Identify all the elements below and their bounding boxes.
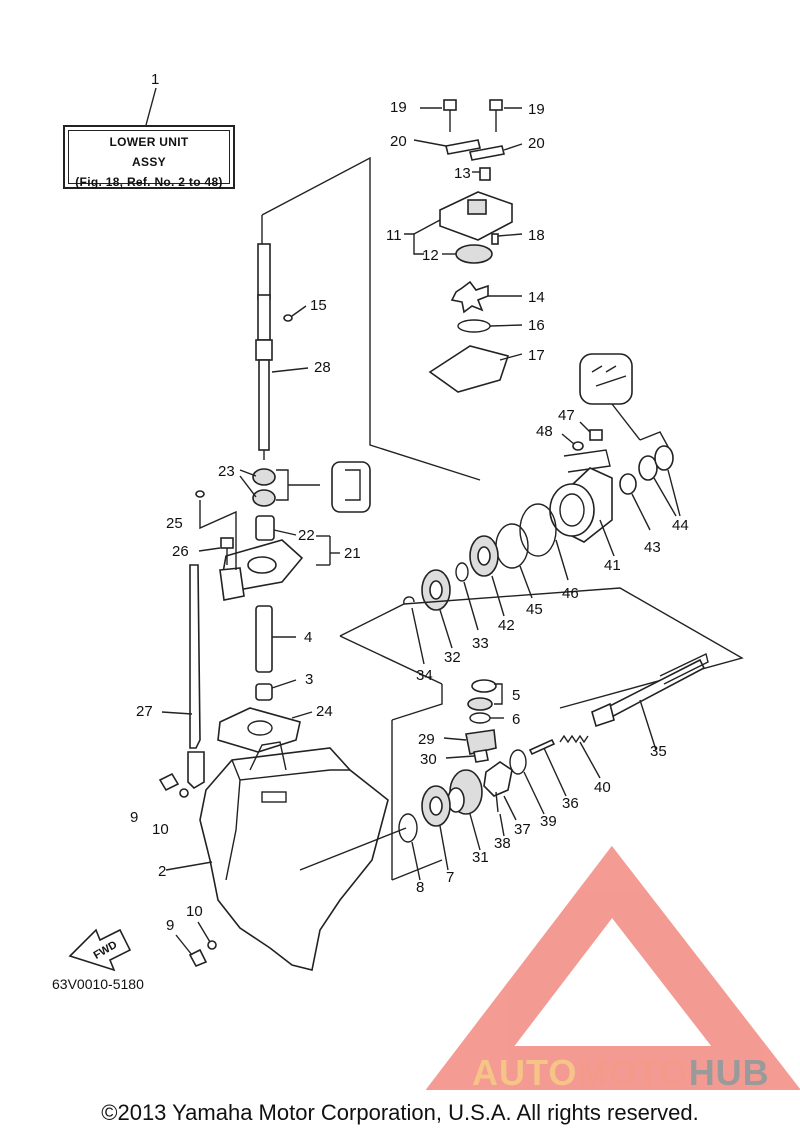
assy-line-3: (Fig. 18, Ref. No. 2 to 48) — [75, 175, 223, 189]
watermark-part-3: HUB — [688, 1052, 770, 1093]
callout-39: 39 — [540, 813, 557, 830]
figure-code: 63V0010-5180 — [52, 976, 144, 992]
callout-29: 29 — [418, 731, 435, 748]
callout-20a: 20 — [390, 133, 407, 150]
callout-10b: 10 — [186, 903, 203, 920]
callout-8: 8 — [416, 879, 424, 896]
callout-1: 1 — [151, 71, 159, 88]
callout-28: 28 — [314, 359, 331, 376]
prop-shaft-housing-group — [339, 353, 744, 709]
callout-20b: 20 — [528, 135, 545, 152]
callout-35: 35 — [650, 743, 667, 760]
callout-37: 37 — [514, 821, 531, 838]
callout-44: 44 — [672, 517, 689, 534]
callout-9a: 9 — [130, 809, 138, 826]
callout-15: 15 — [310, 297, 327, 314]
watermark-part-1: AUTO — [472, 1052, 578, 1093]
callout-11: 11 — [386, 227, 402, 244]
watermark-part-2: MOTO — [577, 1052, 689, 1093]
callout-17: 17 — [528, 347, 545, 364]
callout-46: 46 — [562, 585, 579, 602]
watermark-logo — [425, 845, 800, 1090]
callout-7: 7 — [446, 869, 454, 886]
callout-40: 40 — [594, 779, 611, 796]
callout-26: 26 — [172, 543, 189, 560]
assy-label-box: LOWER UNIT ASSY (Fig. 18, Ref. No. 2 to … — [63, 125, 235, 189]
callout-27: 27 — [136, 703, 153, 720]
callout-48: 48 — [536, 423, 553, 440]
assy-line-2: ASSY — [132, 155, 166, 169]
callout-19b: 19 — [528, 101, 545, 118]
callout-19a: 19 — [390, 99, 407, 116]
assy-leader — [145, 87, 157, 126]
callout-33: 33 — [472, 635, 489, 652]
callout-23: 23 — [218, 463, 235, 480]
callout-41: 41 — [604, 557, 621, 574]
lower-casing — [158, 741, 389, 971]
water-pump-group — [404, 99, 523, 393]
callout-24: 24 — [316, 703, 333, 720]
copyright-notice: ©2013 Yamaha Motor Corporation, U.S.A. A… — [101, 1100, 699, 1125]
watermark-text: AUTOMOTOHUB — [472, 1052, 770, 1094]
callout-38: 38 — [494, 835, 511, 852]
callout-45: 45 — [526, 601, 543, 618]
callout-36: 36 — [562, 795, 579, 812]
callout-30: 30 — [420, 751, 437, 768]
assy-line-1: LOWER UNIT — [109, 135, 189, 149]
callout-31: 31 — [472, 849, 489, 866]
callout-6: 6 — [512, 711, 520, 728]
callout-labels: 1 2 3 4 5 6 7 8 9 9 10 10 11 12 13 14 15… — [92, 71, 689, 962]
callout-10a: 10 — [152, 821, 169, 838]
callout-3: 3 — [305, 671, 313, 688]
callout-5: 5 — [512, 687, 520, 704]
callout-9b: 9 — [166, 917, 174, 934]
callout-25: 25 — [166, 515, 183, 532]
callout-47: 47 — [558, 407, 575, 424]
callout-18: 18 — [528, 227, 545, 244]
callout-22: 22 — [298, 527, 315, 544]
callout-34: 34 — [416, 667, 433, 684]
callout-14: 14 — [528, 289, 545, 306]
callout-42: 42 — [498, 617, 515, 634]
callout-32: 32 — [444, 649, 461, 666]
prop-shaft-group — [299, 652, 709, 881]
fwd-arrow-icon — [68, 928, 132, 972]
callout-13: 13 — [454, 165, 471, 182]
drive-shaft-group — [161, 156, 481, 790]
callout-21: 21 — [344, 545, 361, 562]
callout-16: 16 — [528, 317, 545, 334]
callout-43: 43 — [644, 539, 661, 556]
callout-2: 2 — [158, 863, 166, 880]
callout-12: 12 — [422, 247, 439, 264]
callout-4: 4 — [304, 629, 312, 646]
